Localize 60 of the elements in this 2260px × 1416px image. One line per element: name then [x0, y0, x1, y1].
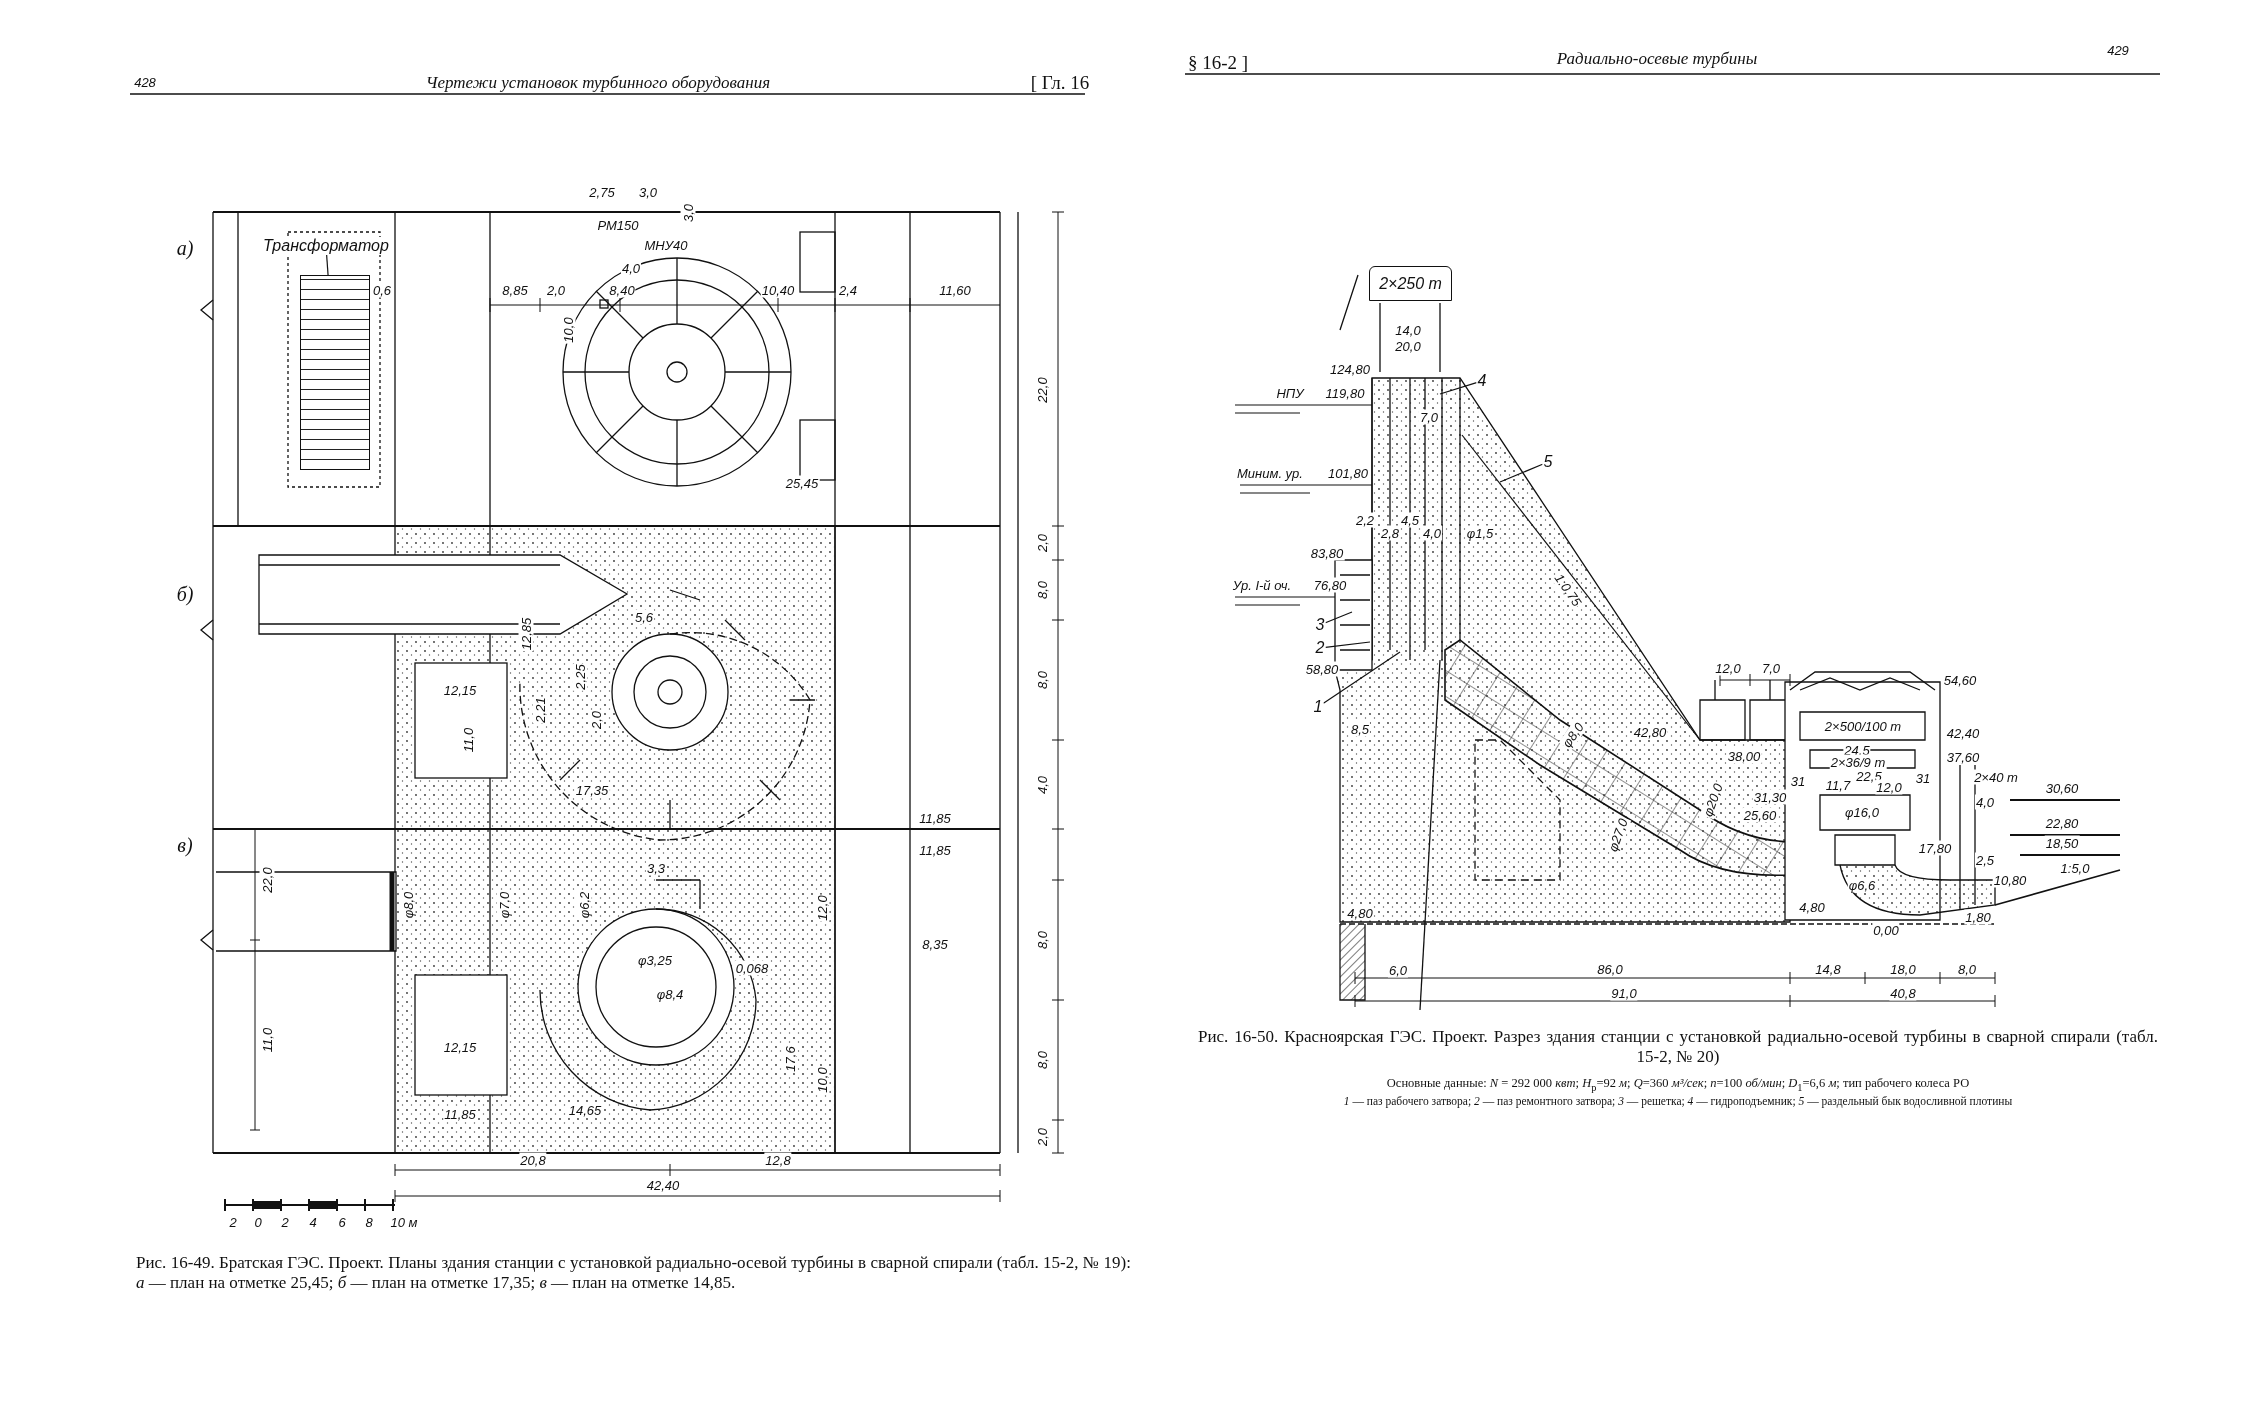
running-head: Чертежи установок турбинного оборудования [424, 72, 772, 92]
dimension-label: 4,0 [1421, 525, 1443, 541]
dimension-label: 2×36/9 т [1829, 754, 1887, 770]
dimension-label: 12,0 [1875, 779, 1903, 795]
dimension-label: 10,0 [814, 1066, 830, 1094]
dimension-label: 20,8 [519, 1152, 547, 1168]
transformer-drawing [300, 275, 370, 470]
dimension-label: 2×40 т [1973, 769, 2019, 785]
dimension-label: 0,6 [371, 282, 393, 298]
dimension-label: 2,5 [1974, 852, 1996, 868]
dimension-label: 2,8 [1379, 525, 1401, 541]
dimension-label: 3,3 [645, 860, 667, 876]
dimension-label: φ7,0 [496, 890, 512, 920]
dimension-label: φ6,6 [1847, 877, 1877, 893]
leader-line [1439, 382, 1478, 395]
dimension-label: 8,5 [1349, 721, 1371, 737]
dimension-label: 17,80 [1917, 840, 1953, 856]
plan-letter: в) [176, 834, 194, 856]
plan-letter: б) [175, 583, 195, 605]
dimension-label: 11,85 [443, 1106, 477, 1122]
dimension-label: φ6,2 [576, 890, 592, 920]
dimension-label: 38,00 [1726, 748, 1762, 764]
running-head: Радиально-осевые турбины [1555, 48, 1759, 68]
leader-line [1499, 463, 1544, 483]
dimension-label: 42,80 [1632, 724, 1668, 740]
leader-line [1324, 611, 1353, 624]
dimension-label: 3,0 [680, 202, 696, 224]
figure-caption: Рис. 16-50. Красноярская ГЭС. Проект. Разрез здания станции с установкой радиально-осевой турбины в сварной спирали (табл. 15-2, № 20) [1197, 1026, 2159, 1068]
dimension-label: 0,00 [1872, 922, 1900, 938]
figure-caption: Рис. 16-49. Братская ГЭС. Проект. Планы здания станции с установкой радиально-осевой турбины в сварной спирали (табл. 15-2, № 19): а — план на отметке 25,45; б — план на отметке 17,35; в — план на отметке 14,85. [135, 1252, 1132, 1294]
plan-letter: а) [175, 237, 195, 259]
dimension-label: 17,35 [574, 782, 610, 798]
dimension-label: 12,0 [814, 894, 830, 922]
dimension-label: 58,80 [1304, 661, 1340, 677]
dimension-label: 22,0 [259, 866, 275, 894]
dimension-label: 17,6 [782, 1045, 798, 1073]
dimension-label: 25,60 [1742, 807, 1778, 823]
dimension-label: 4,0 [620, 260, 642, 276]
leader-line [1324, 641, 1371, 648]
dimension-label: Ур. I-й оч. [1231, 577, 1293, 593]
dimension-label: φ8,0 [400, 890, 416, 920]
dimension-label: φ1,5 [1465, 525, 1495, 541]
dimension-label: 2,21 [532, 696, 548, 724]
dimension-label: 12,8 [764, 1152, 792, 1168]
dimension-label: 76,80 [1312, 577, 1348, 593]
part-label: Трансформатор [262, 237, 390, 255]
dimension-label: 5,6 [633, 609, 655, 625]
dimension-label: 7,0 [1418, 409, 1440, 425]
dimension-label: 2,25 [572, 663, 588, 691]
crane-box: 2×250 т [1369, 266, 1452, 301]
dimension-label: 25,45 [784, 475, 820, 491]
leader-line [326, 254, 329, 276]
dimension-label: 4,80 [1346, 905, 1374, 921]
dimension-label: 0,068 [734, 960, 770, 976]
dimension-label: 14,65 [567, 1102, 603, 1118]
dimension-label: 2,2 [1354, 512, 1376, 528]
dimension-label: 31,30 [1752, 789, 1788, 805]
dimension-label: 12,85 [518, 616, 534, 652]
dimension-label: 4,0 [1974, 794, 1996, 810]
dimension-label: 4,5 [1399, 512, 1421, 528]
